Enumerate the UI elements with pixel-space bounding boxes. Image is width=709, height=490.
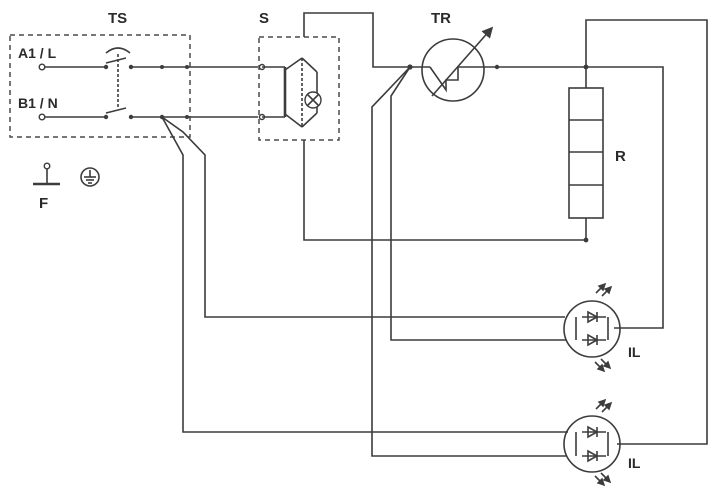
wire-ts-n-to-il-top [161, 116, 565, 318]
wire-ts-n-to-il-bottom [161, 116, 568, 433]
ts-main-switch [38, 47, 258, 121]
tr-label: TR [431, 10, 451, 27]
protective-earth-icon [80, 167, 100, 187]
diode-icon [575, 310, 609, 347]
wire-s-to-r-bottom [303, 140, 586, 241]
signal-lamp-icon [304, 91, 322, 109]
il-top-label: IL [628, 344, 641, 360]
ts-switch-box [9, 34, 191, 138]
il-bottom-label: IL [628, 455, 641, 471]
wire-tr-to-il-bottom [371, 66, 567, 457]
indicator-lamp-bottom [563, 398, 621, 487]
s-switch-box [258, 36, 340, 141]
ground-symbol-icon [33, 162, 60, 186]
thermostat-icon [407, 26, 586, 102]
r-label: R [615, 148, 626, 165]
light-emission-arrow-icon [594, 282, 613, 373]
f-label: F [39, 195, 48, 212]
ts-label: TS [108, 10, 127, 27]
wire-tr-to-il-top [390, 66, 566, 341]
diode-icon [575, 425, 609, 463]
wire-r-to-il-top [586, 66, 664, 329]
wire-r-to-il-bottom [585, 19, 708, 445]
wire-s-to-tr-top [303, 12, 409, 68]
s-label: S [259, 10, 269, 27]
s-illuminated-switch [258, 57, 318, 128]
b1-n-label: B1 / N [18, 95, 58, 111]
heating-resistor [568, 64, 604, 243]
indicator-lamp-top [563, 282, 621, 373]
light-emission-arrow-icon [594, 398, 613, 487]
a1-l-label: A1 / L [18, 45, 57, 61]
